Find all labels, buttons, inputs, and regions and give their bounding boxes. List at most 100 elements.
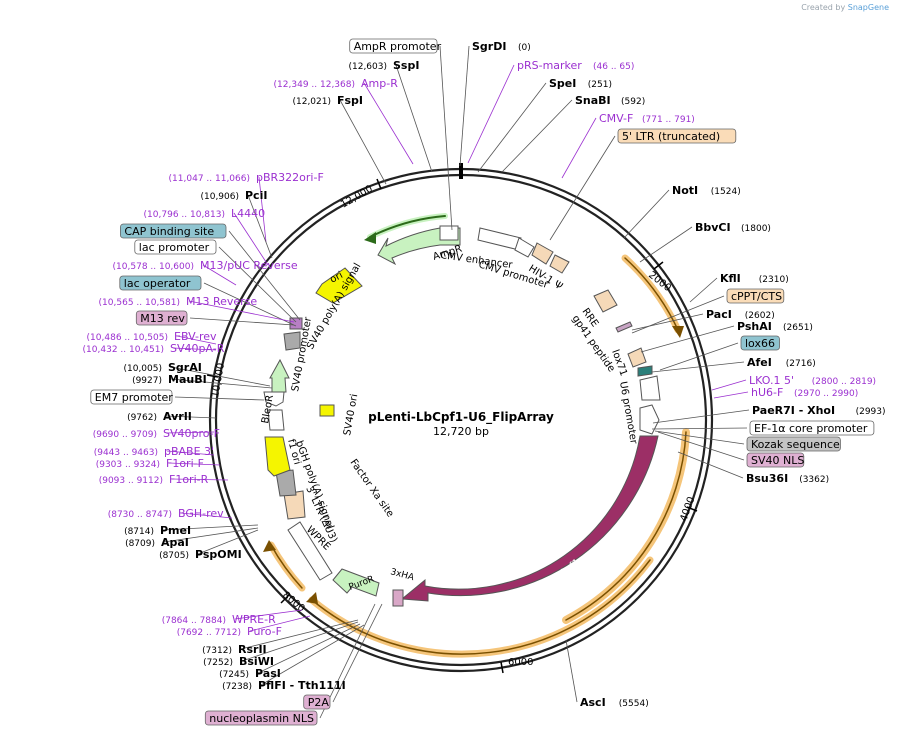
label-cppt-cts-name: cPPT/CTS [731, 290, 782, 303]
leader-lox66 [659, 342, 739, 371]
label-puro-f-position: (7692 .. 7712) [177, 628, 241, 638]
label-spei-position: (251) [588, 80, 612, 90]
leader-bsiwi [241, 621, 359, 662]
label-cppt-cts-box [726, 288, 785, 304]
u6-feature-b [639, 404, 660, 435]
label-nucleoplasmin-nls: nucleoplasmin NLS [204, 710, 318, 726]
label-amp-r-name: Amp-R [361, 77, 398, 90]
label-afei: AfeI(2716) [747, 356, 816, 369]
label-pshai-name: PshAI [737, 320, 772, 333]
leader-prs-marker [467, 64, 515, 164]
label-bsu36i-position: (3362) [799, 475, 829, 485]
label-puro-f-name: Puro-F [247, 625, 282, 638]
plasmid-size: 12,720 bp [433, 425, 489, 438]
label-bgh-rev-position: (8730 .. 8747) [108, 510, 172, 520]
label-lac-operator-box [119, 275, 202, 291]
label-5-ltr-truncated-box [617, 128, 737, 144]
label-m13-rev-box [135, 310, 188, 326]
label-ebv-rev-position: (10,486 .. 10,505) [87, 333, 168, 343]
label-ef-1-core-promoter-box [749, 420, 875, 436]
leader-m13-rev [189, 317, 295, 326]
leader-pspomi [197, 529, 259, 555]
leader-bsu36i [677, 451, 744, 479]
label-bsiwi: BsiWI(7252) [203, 655, 274, 668]
label-cmv-f: CMV-F(771 .. 791) [599, 112, 695, 125]
annotation-arcs [267, 213, 690, 658]
label-pbr322ori-f-name: pBR322ori-F [256, 171, 324, 184]
label-prs-marker-name: pRS-marker [517, 59, 582, 72]
label-3xha: 3xHA [389, 567, 416, 583]
label-p2a: P2A [303, 694, 331, 710]
label-lko-1-5: LKO.1 5'(2800 .. 2819) [749, 374, 876, 387]
label-m13-puc-reverse-position: (10,578 .. 10,600) [113, 262, 194, 272]
long-arc [311, 559, 651, 655]
ori-feature [315, 267, 363, 304]
label-snabi: SnaBI(592) [575, 94, 645, 107]
label-cmv-f-position: (771 .. 791) [642, 115, 695, 125]
cppt-arrowhead [672, 326, 684, 338]
label-ampr-promoter-box [349, 38, 438, 54]
label-pflfi-tth111i-position: (7238) [222, 682, 252, 692]
label-pflfi-tth111i-name: PflFI - Tth111I [258, 679, 346, 692]
cmv-enhancer-feature [477, 227, 522, 251]
label-em7-promoter: EM7 promoter [90, 389, 173, 405]
leader-sgrdi [459, 45, 470, 167]
em7-feature [263, 391, 285, 407]
leader-m13-puc-reverse [202, 264, 237, 286]
leader-ampr-promoter [439, 45, 453, 231]
leader-lac-promoter [218, 246, 297, 323]
label-bgh-rev-name: BGH-rev [178, 507, 224, 520]
label-pbr322ori-f: pBR322ori-F (11,047 .. 11,066) [169, 171, 324, 184]
long-arc-halo [308, 556, 654, 658]
label-sv40pa-r: SV40pA-R(10,432 .. 10,451) [83, 342, 225, 355]
label-pasi: PasI(7245) [219, 667, 281, 680]
tick-marks [206, 178, 698, 674]
label-spei: SpeI(251) [549, 77, 612, 90]
label-nucleoplasmin-nls-box [204, 710, 318, 726]
leader-spei [477, 82, 547, 173]
label-m13-puc-reverse: M13/pUC Reverse (10,578 .. 10,600) [113, 259, 298, 272]
label-sv40-nls: SV40 NLS [746, 452, 804, 468]
leader-f1ori-f [168, 462, 221, 466]
tick-4000 [686, 506, 698, 512]
label-avrii-name: AvrII [163, 410, 192, 423]
leader-rsrii [240, 619, 359, 650]
label-rsrii-name: RsrII [238, 643, 267, 656]
lbcpf1-feature [400, 435, 659, 602]
label-paci: PacI(2602) [706, 308, 775, 321]
label-em7-promoter-name: EM7 promoter [95, 391, 173, 404]
label-sgrdi-position: (0) [518, 43, 531, 53]
tick-12000 [376, 178, 382, 190]
leader-avrii [165, 415, 217, 419]
snapgene-credit: Created by SnapGene [801, 3, 889, 12]
label-sv40pro-f-name: SV40pro-F [163, 427, 220, 440]
lox-feature [627, 347, 647, 368]
ampr-promoter-feature [439, 225, 459, 241]
label-pasi-position: (7245) [219, 670, 249, 680]
leader-pasi [257, 623, 361, 674]
label-cppt-cts: cPPT/CTS [726, 288, 785, 304]
hiv-psi2-feature [549, 254, 570, 274]
label-hu6-f: hU6-F(2970 .. 2990) [751, 386, 858, 399]
leader-pbr322ori-f [258, 176, 267, 243]
label-pspomi: PspOMI(8705) [159, 548, 242, 561]
u6-feature-a [639, 375, 661, 401]
leader-bbvci [639, 226, 693, 263]
label-pbr322ori-f-position: (11,047 .. 11,066) [169, 174, 250, 184]
leader-pcii [247, 194, 273, 259]
leader-lines [162, 45, 750, 719]
label-bgh-rev: BGH-rev (8730 .. 8747) [108, 507, 224, 520]
label-kozak-sequence-box [746, 436, 841, 452]
cppt-arc [624, 257, 679, 331]
label-fspi-name: FspI [337, 94, 363, 107]
label-pbabe-3-name: pBABE 3' [164, 445, 214, 458]
label-m13-puc-reverse-name: M13/pUC Reverse [200, 259, 298, 272]
label-bsu36i: Bsu36I(3362) [746, 472, 829, 485]
leader-paer7i-xhoi [652, 409, 750, 424]
label-sv40-ori: SV40 ori [342, 393, 360, 436]
label-hu6-f-position: (2970 .. 2990) [794, 389, 858, 399]
label-lac-operator: lac operator [119, 275, 202, 291]
label-afei-name: AfeI [747, 356, 772, 369]
label-ampr-promoter: AmpR promoter [349, 38, 442, 54]
leader-5-ltr-truncated [549, 135, 616, 241]
